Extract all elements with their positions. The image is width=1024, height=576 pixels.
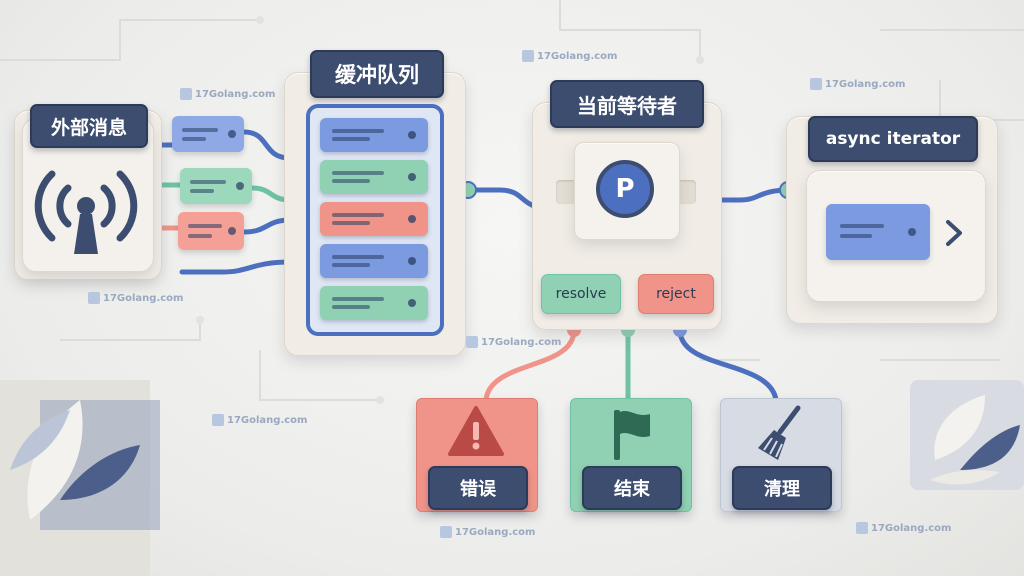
pending-p-icon: P bbox=[596, 160, 654, 218]
watermark-logo-icon bbox=[810, 78, 822, 90]
queue-item bbox=[320, 118, 428, 152]
watermark: 17Golang.com bbox=[88, 292, 183, 304]
message-blue bbox=[172, 116, 244, 152]
watermark-logo-icon bbox=[522, 50, 534, 62]
watermark-logo-icon bbox=[856, 522, 868, 534]
pending-waiter-title: 当前等待者 bbox=[550, 80, 704, 128]
queue-item bbox=[320, 202, 428, 236]
pending-symbol: P bbox=[615, 174, 635, 204]
watermark: 17Golang.com bbox=[522, 50, 617, 62]
watermark-logo-icon bbox=[440, 526, 452, 538]
radio-signal-icon bbox=[34, 170, 138, 254]
watermark-logo-icon bbox=[180, 88, 192, 100]
watermark: 17Golang.com bbox=[212, 414, 307, 426]
watermark: 17Golang.com bbox=[810, 78, 905, 90]
leaf-decoration-left bbox=[0, 380, 160, 576]
watermark: 17Golang.com bbox=[856, 522, 951, 534]
watermark-logo-icon bbox=[212, 414, 224, 426]
buffer-queue-container bbox=[306, 104, 444, 336]
iterator-item bbox=[826, 204, 930, 260]
cleanup-label: 清理 bbox=[732, 466, 832, 510]
message-red bbox=[178, 212, 244, 250]
watermark: 17Golang.com bbox=[180, 88, 275, 100]
watermark: 17Golang.com bbox=[440, 526, 535, 538]
reject-pill: reject bbox=[638, 274, 714, 314]
end-label: 结束 bbox=[582, 466, 682, 510]
error-label: 错误 bbox=[428, 466, 528, 510]
queue-item bbox=[320, 286, 428, 320]
async-iterator-title: async iterator bbox=[808, 116, 978, 162]
broom-icon bbox=[758, 405, 801, 460]
buffer-queue-title: 缓冲队列 bbox=[310, 50, 444, 98]
watermark: 17Golang.com bbox=[466, 336, 561, 348]
watermark-logo-icon bbox=[88, 292, 100, 304]
queue-item bbox=[320, 160, 428, 194]
queue-item bbox=[320, 244, 428, 278]
message-green bbox=[180, 168, 252, 204]
external-messages-title: 外部消息 bbox=[30, 104, 148, 148]
leaf-decoration-right bbox=[910, 380, 1024, 490]
chevron-right-icon bbox=[946, 220, 962, 246]
flag-icon bbox=[614, 410, 650, 460]
watermark-logo-icon bbox=[466, 336, 478, 348]
warning-icon bbox=[448, 406, 504, 456]
resolve-pill: resolve bbox=[541, 274, 621, 314]
